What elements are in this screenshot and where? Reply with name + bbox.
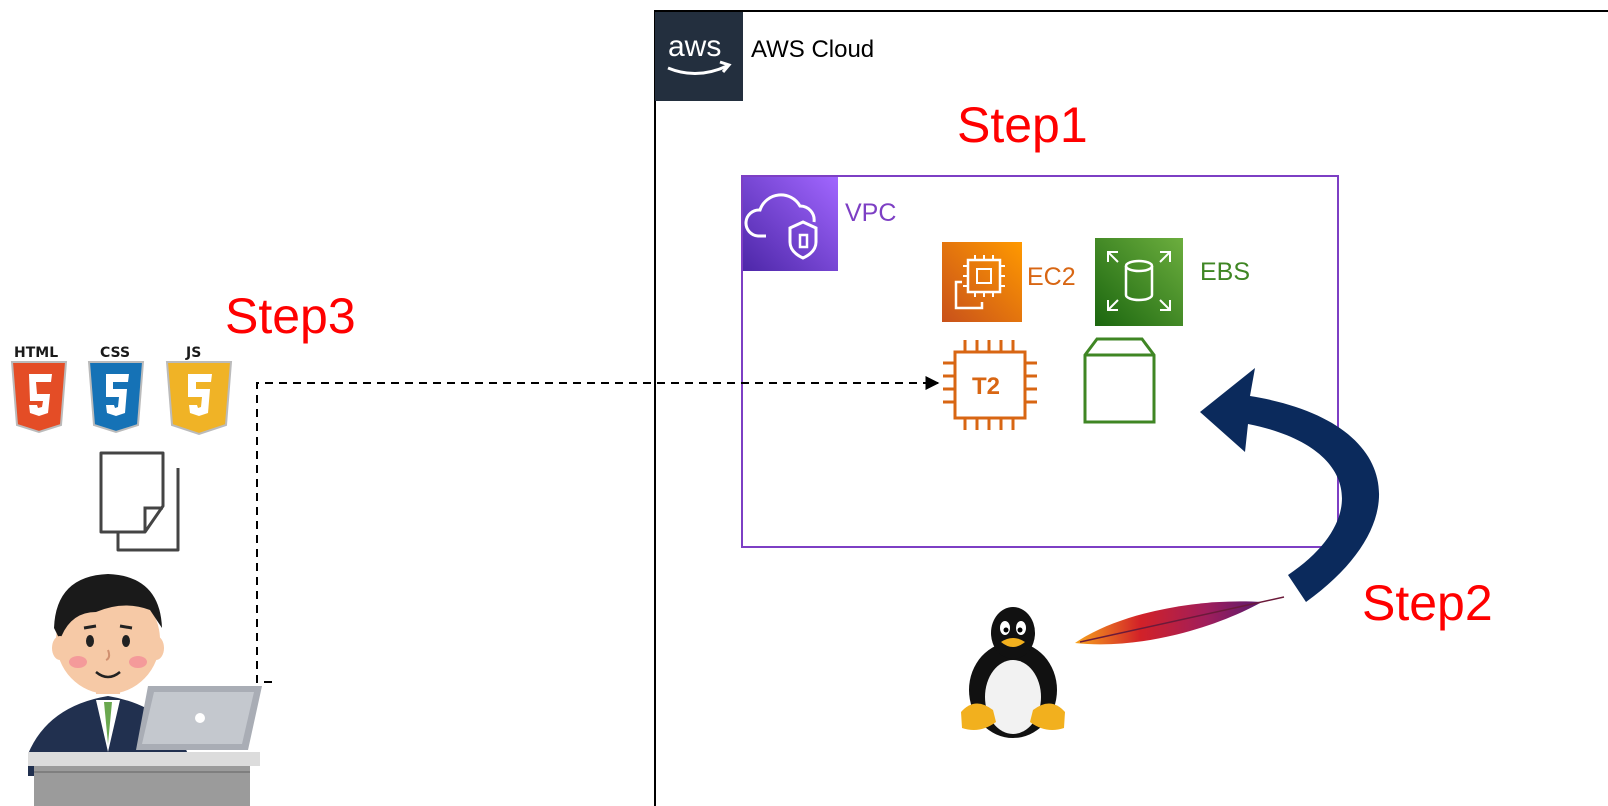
- vpc-group: VPC: [741, 175, 1339, 548]
- html5-icon: HTML: [10, 345, 68, 434]
- apache-feather-icon: [1075, 596, 1285, 645]
- ebs-label: EBS: [1200, 258, 1250, 286]
- step2-label: Step2: [1362, 575, 1493, 631]
- t2-instance-icon: T2: [943, 340, 1037, 430]
- aws-cloud-label: AWS Cloud: [751, 36, 874, 63]
- js-icon: JS: [165, 345, 233, 436]
- svg-text:CSS: CSS: [100, 345, 130, 361]
- vpc-icon: [743, 177, 838, 271]
- svg-text:T2: T2: [972, 373, 1000, 400]
- step1-label: Step1: [957, 97, 1088, 153]
- curved-arrow-icon: [1200, 368, 1380, 602]
- documents-icon: [99, 451, 180, 552]
- step3-label: Step3: [225, 288, 356, 344]
- aws-cloud-group: aws AWS Cloud: [654, 10, 1608, 806]
- user-at-laptop-icon: [28, 574, 262, 806]
- aws-logo-icon: aws: [655, 12, 743, 101]
- ec2-icon: [942, 242, 1022, 322]
- svg-text:aws: aws: [668, 30, 721, 63]
- svg-text:HTML: HTML: [14, 345, 58, 361]
- linux-tux-icon: [961, 607, 1065, 738]
- ebs-icon: [1095, 238, 1183, 326]
- ec2-label: EC2: [1027, 263, 1076, 291]
- svg-text:JS: JS: [185, 345, 201, 361]
- css3-icon: CSS: [87, 345, 145, 434]
- ebs-volume-icon: [1083, 337, 1156, 424]
- deploy-connector-arrow: [256, 376, 940, 683]
- vpc-label: VPC: [845, 199, 896, 227]
